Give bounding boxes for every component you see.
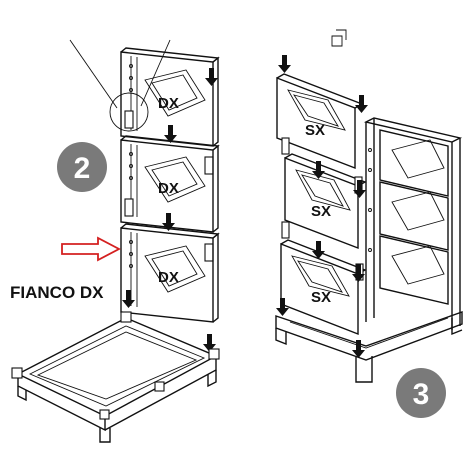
connector-pin: [124, 198, 134, 217]
side-label: FIANCO DX: [10, 283, 104, 302]
dx-panel-top: DX: [120, 47, 220, 147]
left-panel-stack: DX DX DX: [120, 47, 220, 352]
right-assembly: SX SX SX: [275, 29, 463, 383]
step-badge-2: 2: [57, 142, 107, 192]
down-arrows-left: [122, 68, 218, 352]
right-base-pallet: [275, 311, 463, 383]
dx-panel-bottom: DX: [120, 223, 220, 323]
base-pallet: [11, 311, 220, 443]
step-badge-3: 3: [396, 368, 446, 418]
sx-panel-top: SX: [276, 73, 364, 170]
connector-pin: [204, 156, 214, 175]
panel-label-sx-3: SX: [311, 289, 331, 306]
zoom-detail: [69, 39, 171, 132]
indicator-arrow: [61, 236, 121, 262]
panel-label-dx-3: DX: [158, 269, 179, 286]
panel-label-dx-2: DX: [158, 180, 179, 197]
sx-panel-middle: SX: [284, 153, 367, 250]
step-number-3: 3: [413, 378, 430, 411]
down-arrows-right: [276, 55, 368, 358]
connector-pin: [124, 110, 134, 129]
step-number-2: 2: [74, 152, 91, 185]
panel-label-dx-1: DX: [158, 95, 179, 112]
panel-label-sx-2: SX: [311, 203, 331, 220]
connector-pin: [204, 243, 214, 262]
connector-pin: [281, 221, 290, 239]
sx-panel-bottom: SX: [280, 239, 367, 336]
panel-label-sx-1: SX: [305, 122, 325, 139]
connector-pin: [281, 137, 290, 155]
assembled-panel-column: [363, 117, 463, 330]
